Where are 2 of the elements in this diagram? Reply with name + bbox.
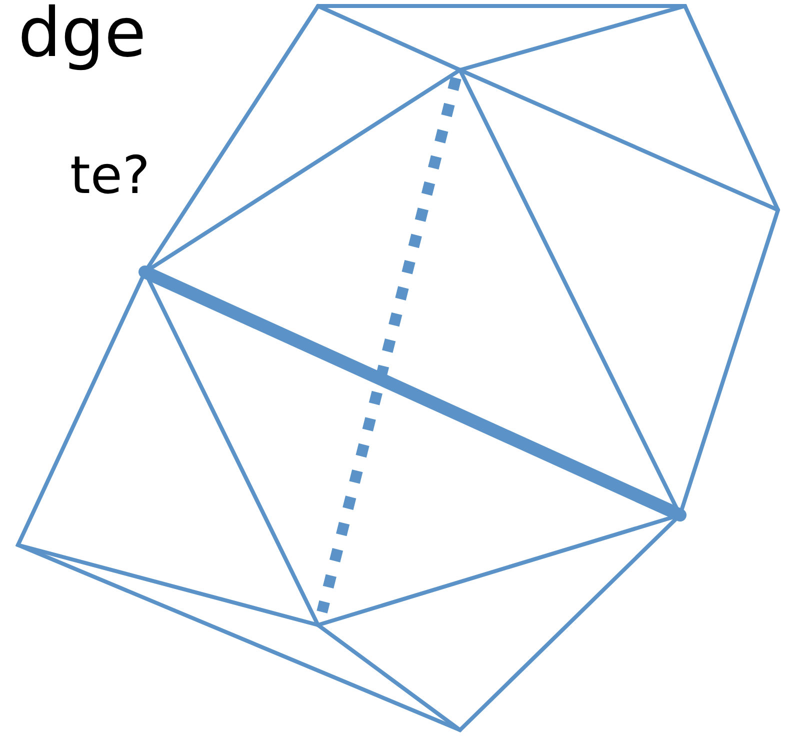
heading-text: te? [70,150,150,202]
heading-text: dge [18,0,146,68]
